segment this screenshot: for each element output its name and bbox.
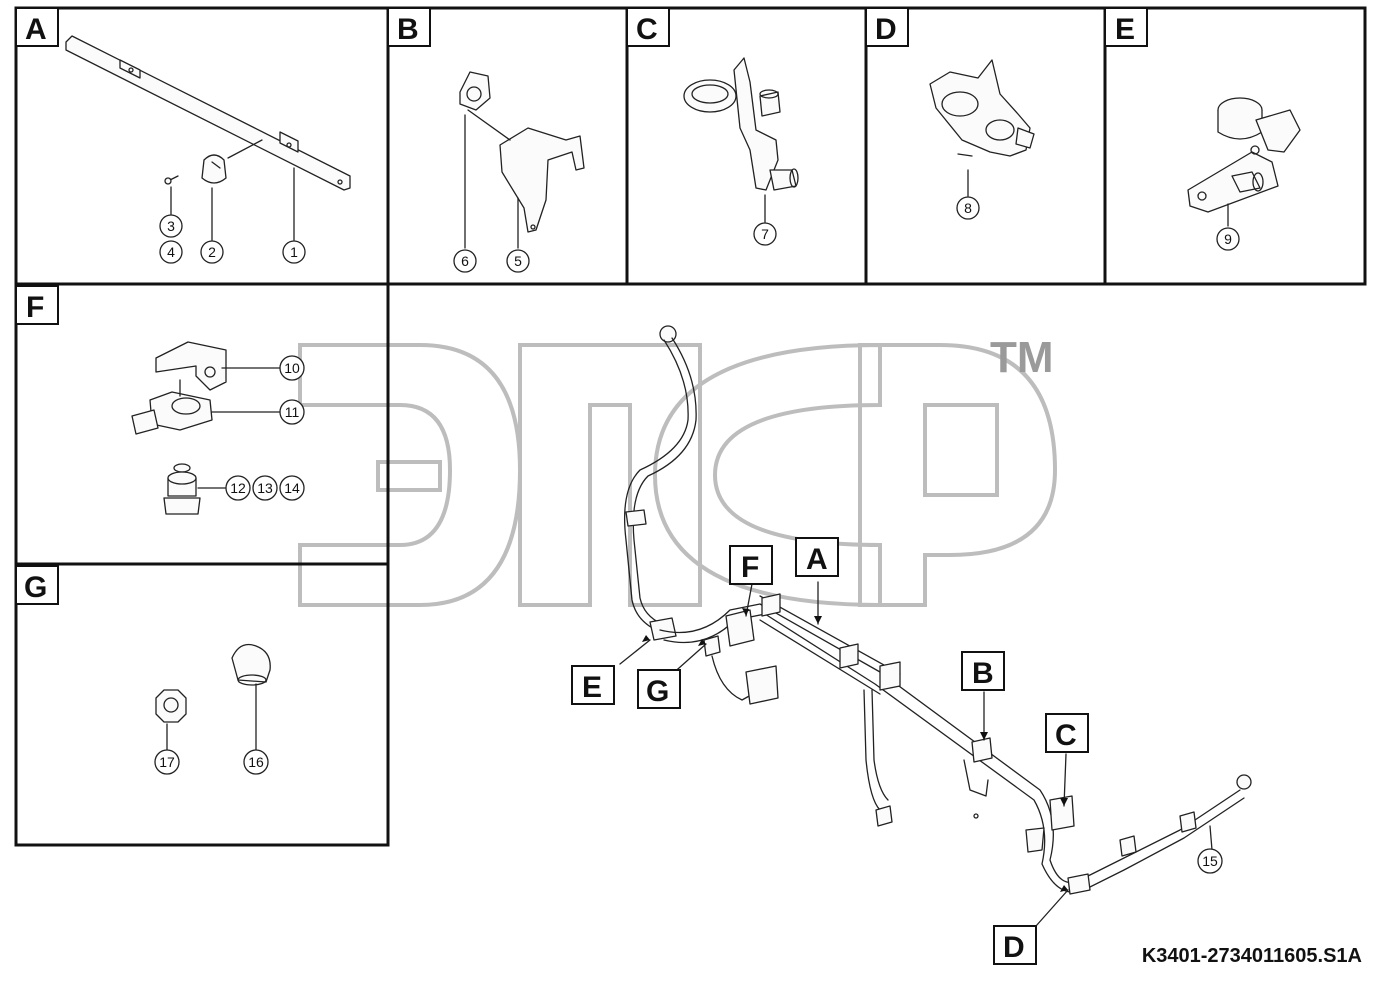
main-tag-g: G — [637, 669, 681, 709]
svg-text:D: D — [1003, 931, 1025, 964]
svg-text:E: E — [582, 671, 602, 704]
svg-text:F: F — [741, 551, 759, 584]
leader-arrows — [642, 608, 1068, 892]
panel-g-frame — [14, 562, 390, 847]
svg-text:6: 6 — [461, 253, 469, 269]
trademark-mark: TM — [990, 333, 1054, 382]
svg-text:G: G — [646, 675, 669, 708]
main-tag-f: F — [729, 545, 773, 585]
callout-15: 15 — [1197, 848, 1223, 874]
svg-text:15: 15 — [1202, 853, 1218, 869]
svg-text:2: 2 — [208, 244, 216, 260]
main-tag-b: B — [961, 651, 1005, 691]
callout-5: 5 — [506, 249, 530, 273]
callout-10: 10 — [279, 355, 305, 381]
svg-text:14: 14 — [284, 480, 300, 496]
panel-d-tag: D — [865, 7, 909, 47]
panel-g-tag: G — [15, 565, 59, 605]
main-tag-d: D — [993, 925, 1037, 965]
panel-f-drawing — [131, 341, 281, 515]
svg-text:A: A — [25, 13, 47, 46]
panel-f-tag: F — [15, 285, 59, 325]
callout-4: 4 — [159, 240, 183, 264]
panel-c-tag: C — [626, 7, 670, 47]
svg-text:B: B — [972, 657, 994, 690]
panel-b-tag: B — [387, 7, 431, 47]
svg-text:A: A — [806, 543, 828, 576]
main-tag-c: C — [1045, 713, 1089, 753]
svg-text:1: 1 — [290, 244, 298, 260]
svg-text:3: 3 — [167, 218, 175, 234]
callout-2: 2 — [200, 240, 224, 264]
drawing-code: K3401-2734011605.S1A — [1142, 945, 1362, 967]
callout-14: 14 — [279, 475, 305, 501]
svg-text:9: 9 — [1224, 231, 1232, 247]
panel-e-frame — [1103, 6, 1367, 286]
callout-11: 11 — [279, 399, 305, 425]
svg-text:13: 13 — [257, 480, 273, 496]
svg-text:D: D — [875, 13, 897, 46]
svg-text:7: 7 — [761, 226, 769, 242]
callout-17: 17 — [154, 749, 180, 775]
callout-7: 7 — [753, 222, 777, 246]
svg-text:12: 12 — [230, 480, 246, 496]
main-tag-a: A — [795, 537, 839, 577]
panel-e-drawing — [1187, 97, 1301, 227]
main-tag-e: E — [571, 665, 615, 705]
svg-text:10: 10 — [284, 360, 300, 376]
main-assembly-drawing — [619, 325, 1252, 927]
callout-1: 1 — [282, 240, 306, 264]
svg-text:8: 8 — [964, 200, 972, 216]
svg-text:C: C — [636, 13, 658, 46]
svg-text:17: 17 — [159, 754, 175, 770]
panel-g-drawing — [155, 643, 271, 751]
callout-16: 16 — [243, 749, 269, 775]
callout-12: 12 — [225, 475, 251, 501]
svg-text:4: 4 — [167, 244, 175, 260]
callout-6: 6 — [453, 249, 477, 273]
panel-c-drawing — [683, 57, 799, 223]
panel-d-drawing — [929, 59, 1035, 197]
svg-text:E: E — [1115, 13, 1135, 46]
callout-13: 13 — [252, 475, 278, 501]
watermark-logo: TM — [298, 333, 1058, 608]
callout-3: 3 — [159, 214, 183, 238]
svg-text:16: 16 — [248, 754, 264, 770]
callout-8: 8 — [956, 196, 980, 220]
svg-text:11: 11 — [285, 404, 300, 420]
svg-text:5: 5 — [514, 253, 522, 269]
svg-text:G: G — [24, 571, 47, 604]
panel-a-drawing — [65, 35, 351, 241]
svg-text:F: F — [26, 291, 44, 324]
panel-a-tag: A — [15, 7, 59, 47]
panel-e-tag: E — [1104, 7, 1148, 47]
panel-c-frame — [625, 6, 868, 286]
svg-text:C: C — [1055, 719, 1077, 752]
panel-b-drawing — [459, 71, 585, 249]
callout-9: 9 — [1216, 227, 1240, 251]
panel-f-frame — [14, 282, 390, 566]
svg-text:B: B — [397, 13, 419, 46]
